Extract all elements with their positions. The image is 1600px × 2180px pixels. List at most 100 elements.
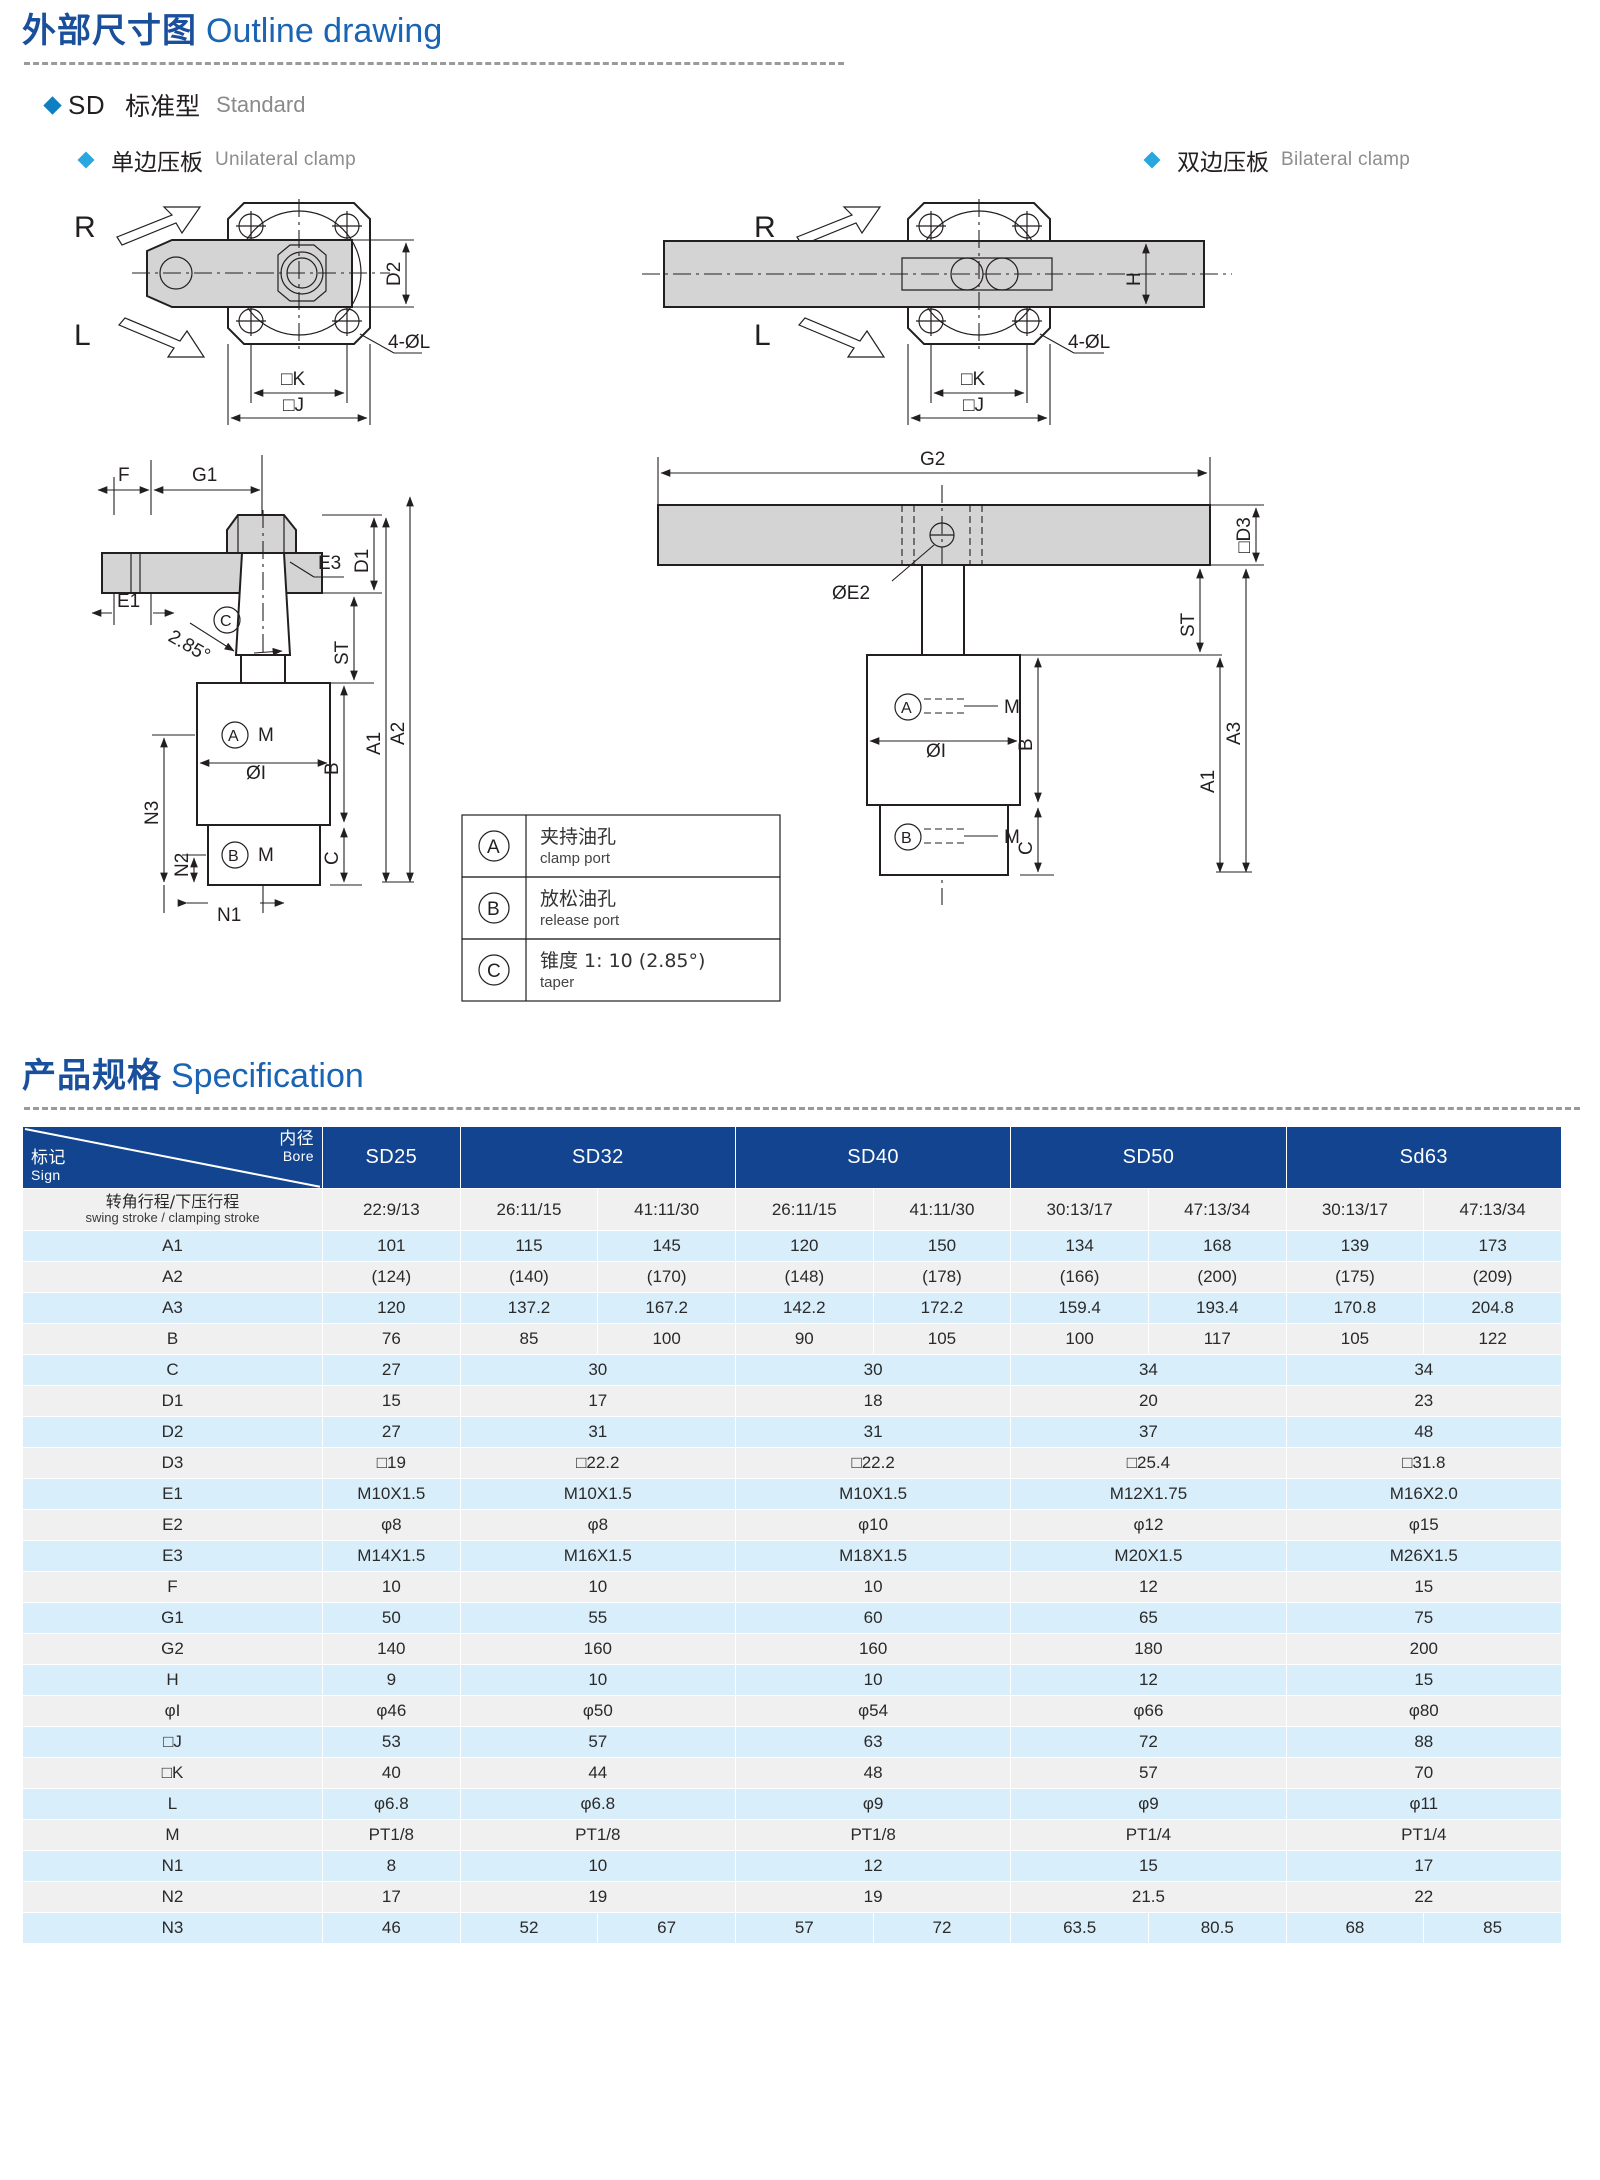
table-cell: (170) (597, 1261, 736, 1293)
table-cell: 160 (734, 1633, 1012, 1665)
legend-cn-c: 锥度 1: 10 (2.85°) (540, 950, 705, 972)
row-sign-label: A3 (22, 1292, 323, 1324)
dim-e2: ØE2 (832, 583, 870, 604)
table-cell: 101 (322, 1230, 461, 1262)
series-label-en: Standard (216, 92, 306, 117)
table-cell: 75 (1285, 1602, 1563, 1634)
table-cell: PT1/8 (322, 1819, 461, 1851)
table-cell: 8 (322, 1850, 461, 1882)
dim-st-right: ST (1178, 612, 1199, 637)
table-cell: 30:13/17 (1010, 1188, 1149, 1231)
dim-e1: E1 (117, 591, 140, 612)
table-cell: 10 (322, 1571, 461, 1603)
table-cell: 10 (459, 1571, 736, 1603)
dim-k-right: □K (961, 369, 985, 390)
table-cell: 47:13/34 (1423, 1188, 1562, 1231)
table-cell: PT1/8 (734, 1819, 1012, 1851)
table-cell: 27 (322, 1416, 461, 1448)
table-cell: 134 (1010, 1230, 1149, 1262)
table-cell: 88 (1285, 1726, 1563, 1758)
outline-title-cn: 外部尺寸图 (22, 11, 197, 51)
table-cell: 142.2 (734, 1292, 874, 1324)
right-side-view: G2 ØE2 □D3 A (657, 449, 1264, 905)
table-cell: 100 (1010, 1323, 1149, 1355)
table-cell: 160 (459, 1633, 736, 1665)
table-cell: 15 (1010, 1850, 1287, 1882)
variant-left-en: Unilateral clamp (215, 149, 357, 170)
left-top-view: R L (74, 199, 430, 425)
table-cell: 41:11/30 (872, 1188, 1012, 1231)
table-cell: 22:9/13 (322, 1188, 461, 1231)
table-cell: 22 (1285, 1881, 1563, 1913)
table-cell: 19 (734, 1881, 1012, 1913)
table-cell: 10 (734, 1571, 1012, 1603)
table-cell: φ54 (734, 1695, 1012, 1727)
table-cell: M16X1.5 (459, 1540, 736, 1572)
table-cell: 72 (872, 1912, 1012, 1944)
table-cell: 120 (322, 1292, 461, 1324)
table-cell: PT1/4 (1010, 1819, 1287, 1851)
dim-d3: □D3 (1234, 517, 1255, 553)
table-cell: (178) (872, 1261, 1012, 1293)
dim-4-ol-right: 4-ØL (1068, 332, 1110, 353)
table-cell: 17 (1285, 1850, 1563, 1882)
dim-n1: N1 (217, 905, 241, 926)
outline-drawing-heading: 外部尺寸图 Outline drawing (22, 0, 1578, 48)
table-cell: φ6.8 (322, 1788, 461, 1820)
variant-left-cn: 单边压板 (111, 150, 203, 176)
table-cell: 55 (459, 1602, 736, 1634)
table-row: D3□19□22.2□22.2□25.4□31.8 (22, 1447, 1563, 1479)
table-cell: 52 (459, 1912, 599, 1944)
table-cell: 30 (734, 1354, 1012, 1386)
port-mark-a-right: A (901, 700, 912, 717)
legend-cn-a: 夹持油孔 (540, 826, 616, 848)
table-cell: φ50 (459, 1695, 736, 1727)
port-mark-b-left: B (228, 848, 239, 865)
table-cell: 12 (1010, 1664, 1287, 1696)
table-cell: φ66 (1010, 1695, 1287, 1727)
corner-slash-icon (24, 1128, 321, 1188)
table-cell: 140 (322, 1633, 461, 1665)
dim-a2-left: A2 (388, 722, 409, 745)
table-cell: 10 (734, 1664, 1012, 1696)
table-cell: 200 (1285, 1633, 1563, 1665)
diamond-icon (1143, 151, 1161, 169)
table-cell: □22.2 (459, 1447, 736, 1479)
variant-bilateral: 双边压板 Bilateral clamp (1143, 143, 1410, 177)
rotation-label-r-right: R (754, 211, 776, 244)
spec-title-en: Specification (171, 1057, 364, 1095)
dim-b-right: B (1016, 738, 1037, 751)
table-cell: M16X2.0 (1285, 1478, 1563, 1510)
table-cell: φ80 (1285, 1695, 1563, 1727)
port-m-4: M (1004, 827, 1020, 848)
variant-row: 单边压板 Unilateral clamp 双边压板 Bilateral cla… (22, 143, 1578, 177)
corner-bolt-holes-right (916, 211, 1042, 336)
table-cell: 105 (872, 1323, 1012, 1355)
taper-mark-c: C (220, 613, 232, 630)
table-cell: 115 (459, 1230, 599, 1262)
table-cell: 31 (734, 1416, 1012, 1448)
table-cell: φ6.8 (459, 1788, 736, 1820)
dim-a1-left: A1 (364, 732, 385, 755)
table-cell: 23 (1285, 1385, 1563, 1417)
right-top-view: R L (642, 199, 1232, 425)
diamond-icon (77, 151, 95, 169)
table-cell: 170.8 (1285, 1292, 1425, 1324)
table-cell: 168 (1147, 1230, 1287, 1262)
table-cell: (124) (322, 1261, 461, 1293)
port-m-2: M (258, 845, 274, 866)
port-m-3: M (1004, 697, 1020, 718)
table-cell: 85 (1423, 1912, 1562, 1944)
